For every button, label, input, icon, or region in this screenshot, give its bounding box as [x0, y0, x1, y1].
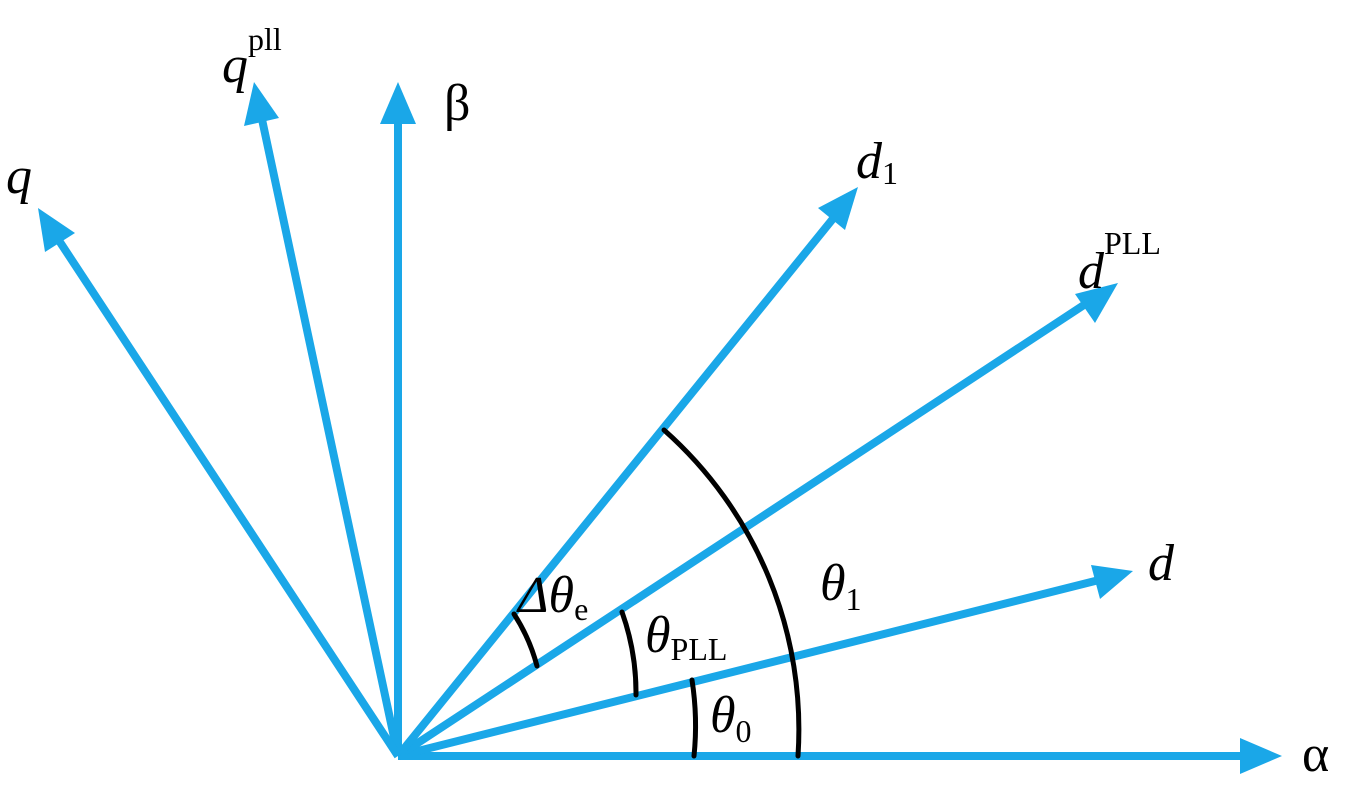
d-pll-superscript: PLL: [1104, 225, 1161, 261]
d1-label: d1: [856, 133, 898, 191]
beta-label: β: [444, 75, 470, 132]
d1-arrowhead: [818, 187, 858, 230]
d-axis: [397, 574, 1108, 760]
theta-pll-label: θPLL: [645, 607, 727, 667]
alpha-arrowhead: [1240, 738, 1282, 774]
delta-theta-label: Δθe: [516, 567, 588, 627]
theta1-main: θ: [820, 555, 846, 612]
beta-arrowhead: [380, 82, 416, 124]
theta1-arc: [661, 427, 802, 759]
d1-axis: [394, 207, 844, 759]
q-pll-main: q: [222, 37, 248, 94]
q-pll-label: qpll: [222, 21, 282, 94]
q-label: q: [6, 148, 32, 205]
q-pll-axis: [256, 109, 402, 757]
theta1-subscript: 1: [846, 581, 862, 617]
theta1-label: θ1: [820, 555, 862, 617]
delta-theta-arc: [511, 611, 540, 669]
q-pll-arrowhead: [244, 82, 279, 126]
theta0-label: θ0: [710, 687, 752, 749]
d1-main: d: [856, 133, 883, 190]
theta-pll-main: θ: [645, 607, 671, 664]
delta-theta-main: Δθ: [516, 567, 574, 624]
d1-subscript: 1: [882, 155, 898, 191]
delta-theta-subscript: e: [574, 591, 588, 627]
d-pll-label: dPLL: [1078, 225, 1161, 300]
d-pll-main: d: [1078, 243, 1105, 300]
theta0-subscript: 0: [736, 713, 752, 749]
d-label: d: [1148, 535, 1175, 592]
q-pll-superscript: pll: [248, 21, 282, 57]
theta-pll-subscript: PLL: [671, 631, 728, 667]
theta0-main: θ: [710, 687, 736, 744]
q-arrowhead: [38, 208, 75, 252]
q-axis: [50, 230, 402, 759]
d-pll-arrowhead: [1075, 283, 1118, 323]
d-arrowhead: [1091, 565, 1133, 599]
theta0-arc: [689, 677, 699, 759]
theta-pll-arc: [619, 609, 639, 698]
alpha-label: α: [1302, 726, 1329, 783]
